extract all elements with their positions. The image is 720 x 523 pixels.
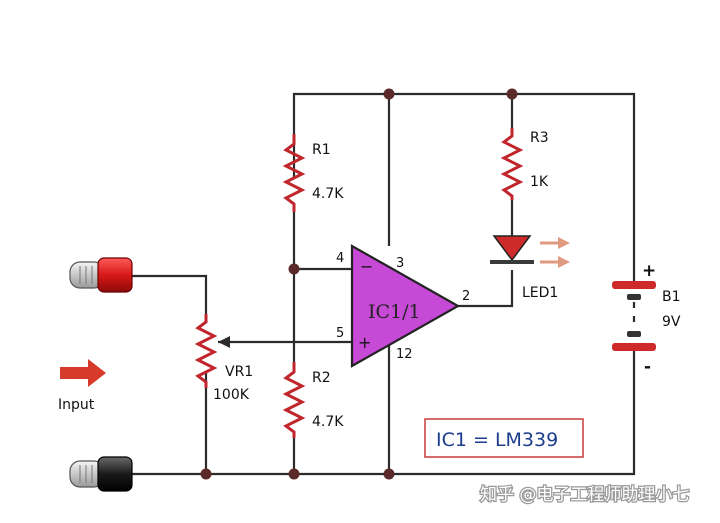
battery-value-label: 9V	[662, 314, 681, 330]
battery-name-label: B1	[662, 289, 681, 305]
battery-minus-label: -	[644, 357, 651, 377]
vr1-top-wire	[131, 274, 208, 316]
pin-2-label: 2	[462, 289, 470, 304]
r1-resistor	[282, 134, 306, 212]
led-symbol-icon	[490, 235, 570, 268]
output-wire	[458, 270, 514, 308]
battery-plus-label: +	[642, 261, 656, 281]
input-label: Input	[58, 397, 95, 413]
junction-dot	[383, 468, 395, 480]
note-box-text: IC1 = LM339	[436, 429, 558, 451]
input-probe-red-icon	[69, 257, 133, 293]
opamp-plus-sign: +	[358, 333, 371, 352]
r3-resistor	[500, 128, 524, 200]
input-arrow-icon	[60, 359, 106, 387]
ic-label: IC1/1	[368, 301, 421, 323]
r2-name-label: R2	[312, 370, 331, 386]
r2-resistor	[282, 362, 306, 438]
comparator-triangle	[350, 244, 461, 368]
r2-value-label: 4.7K	[312, 414, 344, 430]
vr1-name-label: VR1	[225, 364, 253, 380]
junction-dot	[383, 88, 395, 100]
pin-3-label: 3	[396, 256, 404, 271]
junction-dot	[288, 263, 300, 275]
pin-5-label: 5	[336, 326, 344, 341]
r1-name-label: R1	[312, 142, 331, 158]
junction-dot	[200, 468, 212, 480]
junctions	[200, 88, 518, 480]
vr1-potentiometer	[194, 314, 218, 388]
pin-12-label: 12	[396, 347, 413, 362]
junction-dot	[288, 468, 300, 480]
junction-dot	[506, 88, 518, 100]
led-name-label: LED1	[522, 285, 558, 301]
r1-value-label: 4.7K	[312, 186, 344, 202]
vr1-value-label: 100K	[213, 387, 250, 403]
r3-name-label: R3	[530, 130, 549, 146]
pin-4-label: 4	[336, 251, 344, 266]
r3-value-label: 1K	[530, 174, 549, 190]
watermark-text: 知乎 @电子工程师助理小七	[480, 485, 689, 505]
ground-probe-black-icon	[69, 456, 133, 492]
wiper-arrow-icon	[218, 336, 230, 348]
top-rail-wire	[292, 92, 636, 268]
comparator-ic: IC1/1 − +	[350, 244, 461, 368]
opamp-minus-sign: −	[360, 257, 373, 276]
note-box	[424, 418, 584, 458]
battery-symbol-icon	[612, 281, 656, 351]
